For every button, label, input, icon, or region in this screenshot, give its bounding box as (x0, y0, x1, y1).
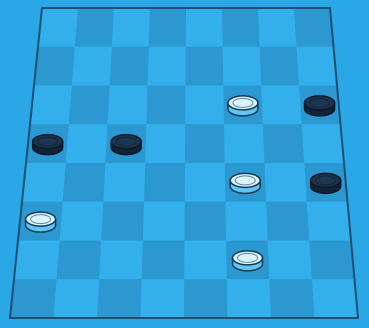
board-square[interactable] (14, 241, 60, 280)
board-square[interactable] (30, 86, 72, 125)
board-square[interactable] (294, 8, 334, 47)
board-square[interactable] (265, 163, 307, 202)
board-square[interactable] (184, 279, 228, 318)
board-square[interactable] (69, 86, 110, 125)
board-square[interactable] (63, 163, 106, 202)
board-square[interactable] (297, 47, 337, 86)
board-square[interactable] (186, 8, 223, 47)
board-square[interactable] (144, 163, 185, 202)
board-square[interactable] (141, 279, 185, 318)
board-square[interactable] (312, 279, 358, 318)
board-square[interactable] (112, 8, 150, 47)
board-square[interactable] (307, 202, 351, 241)
board-square[interactable] (184, 241, 227, 280)
dark-checker-piece[interactable] (111, 135, 141, 155)
board-square[interactable] (185, 124, 225, 163)
board-square[interactable] (148, 47, 186, 86)
board-square[interactable] (101, 202, 144, 241)
light-checker-piece[interactable] (230, 173, 260, 193)
board-square[interactable] (263, 124, 304, 163)
board-square[interactable] (54, 279, 100, 318)
board-square[interactable] (261, 86, 301, 125)
board-square[interactable] (185, 202, 227, 241)
board-square[interactable] (57, 241, 102, 280)
board-square[interactable] (185, 163, 226, 202)
board-square[interactable] (60, 202, 104, 241)
board-square[interactable] (143, 202, 185, 241)
board-square[interactable] (34, 47, 75, 86)
board-square[interactable] (72, 47, 112, 86)
board-square[interactable] (75, 8, 114, 47)
board-square[interactable] (145, 124, 185, 163)
board-square[interactable] (103, 163, 145, 202)
board-square[interactable] (269, 279, 314, 318)
board-square[interactable] (142, 241, 185, 280)
board-square[interactable] (227, 279, 271, 318)
light-checker-piece[interactable] (233, 251, 263, 271)
board-square[interactable] (225, 202, 267, 241)
dark-checker-piece[interactable] (305, 96, 335, 116)
light-checker-piece[interactable] (26, 212, 56, 232)
board-square[interactable] (224, 124, 264, 163)
board-square[interactable] (268, 241, 312, 280)
light-checker-piece[interactable] (228, 96, 258, 116)
board-square[interactable] (97, 279, 142, 318)
board-square[interactable] (66, 124, 108, 163)
board-square[interactable] (10, 279, 57, 318)
board-square[interactable] (38, 8, 78, 47)
board-square[interactable] (149, 8, 186, 47)
dark-checker-piece[interactable] (33, 135, 63, 155)
board-square[interactable] (260, 47, 300, 86)
board-square[interactable] (108, 86, 148, 125)
board-squares (10, 8, 358, 318)
board-square[interactable] (185, 86, 224, 125)
board-square[interactable] (266, 202, 309, 241)
board-square[interactable] (146, 86, 185, 125)
board-square[interactable] (99, 241, 143, 280)
board-square[interactable] (186, 47, 224, 86)
board-square[interactable] (222, 8, 260, 47)
board-square[interactable] (258, 8, 297, 47)
board-square[interactable] (223, 47, 262, 86)
dark-checker-piece[interactable] (311, 173, 341, 193)
board-square[interactable] (309, 241, 354, 280)
board-square[interactable] (22, 163, 66, 202)
board-square[interactable] (110, 47, 149, 86)
board-square[interactable] (302, 124, 344, 163)
